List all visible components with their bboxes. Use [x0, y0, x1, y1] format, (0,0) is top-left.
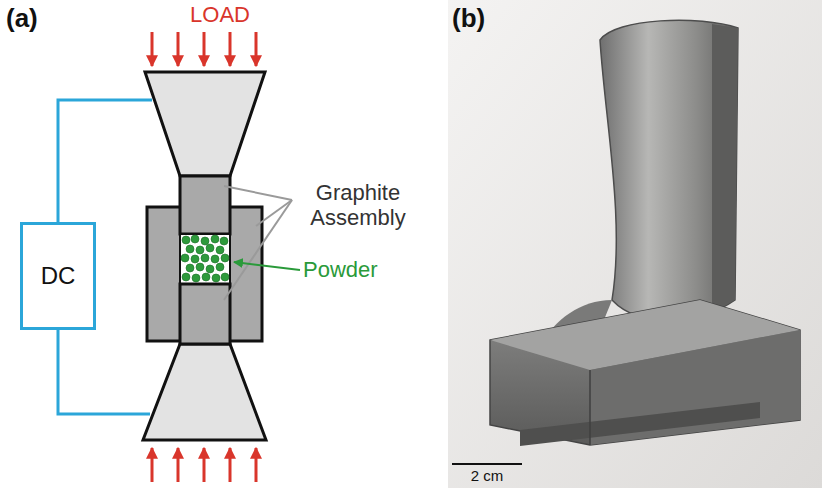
upper-punch — [180, 176, 230, 234]
load-label: LOAD — [180, 2, 260, 27]
powder-cavity — [180, 234, 230, 284]
part-label: Powder — [303, 257, 393, 282]
power-supply-box: DC — [20, 222, 96, 330]
leader-lines — [224, 186, 292, 300]
node-text: DC — [41, 262, 76, 290]
turbine-blade — [490, 20, 800, 446]
photo-background — [448, 0, 822, 488]
lower-punch — [180, 284, 230, 344]
scale-label: 2 cm — [452, 467, 522, 484]
powder-pointer — [234, 262, 300, 270]
powder-particles — [181, 235, 229, 282]
panel-letter: (a) — [6, 4, 56, 34]
panel-letter: (b) — [452, 4, 502, 34]
scale-bar — [452, 463, 522, 465]
lower-electrode — [143, 344, 266, 440]
upper-electrode — [145, 72, 265, 176]
part-label: Graphite Assembly — [288, 180, 428, 231]
